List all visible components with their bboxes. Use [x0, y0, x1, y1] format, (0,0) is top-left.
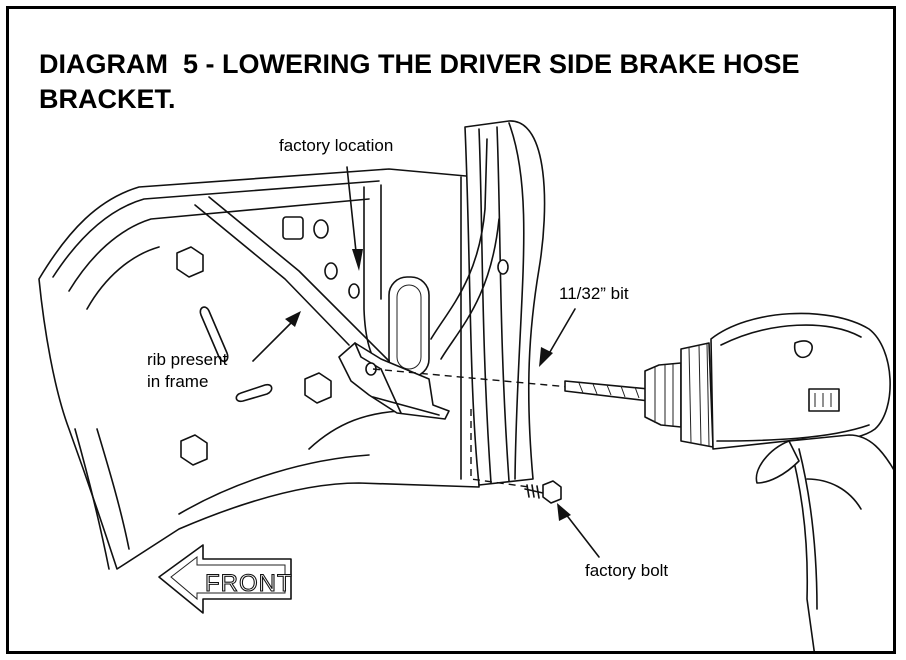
bolt-icon — [524, 480, 562, 504]
diagram-illustration: FRONT — [38, 120, 893, 651]
brake-hose-bracket — [338, 342, 450, 420]
bit-size-label: 11/32” bit — [559, 284, 629, 303]
frame-rail — [38, 168, 480, 570]
diagram-frame: DIAGRAM 5 - LOWERING THE DRIVER SIDE BRA… — [6, 6, 896, 654]
factory-bolt-label: factory bolt — [585, 561, 669, 580]
drill-icon — [564, 312, 893, 651]
vertical-frame — [430, 120, 546, 486]
rib-label-line1: rib present — [147, 350, 228, 369]
front-arrow-icon: FRONT — [158, 544, 293, 614]
alignment-lines — [372, 368, 570, 488]
leader-arrow-icon — [252, 166, 600, 558]
front-label: FRONT — [205, 570, 293, 597]
rib-label-line2: in frame — [147, 372, 209, 391]
diagram-title: DIAGRAM 5 - LOWERING THE DRIVER SIDE BRA… — [39, 49, 808, 114]
factory-location-label: factory location — [279, 136, 394, 155]
